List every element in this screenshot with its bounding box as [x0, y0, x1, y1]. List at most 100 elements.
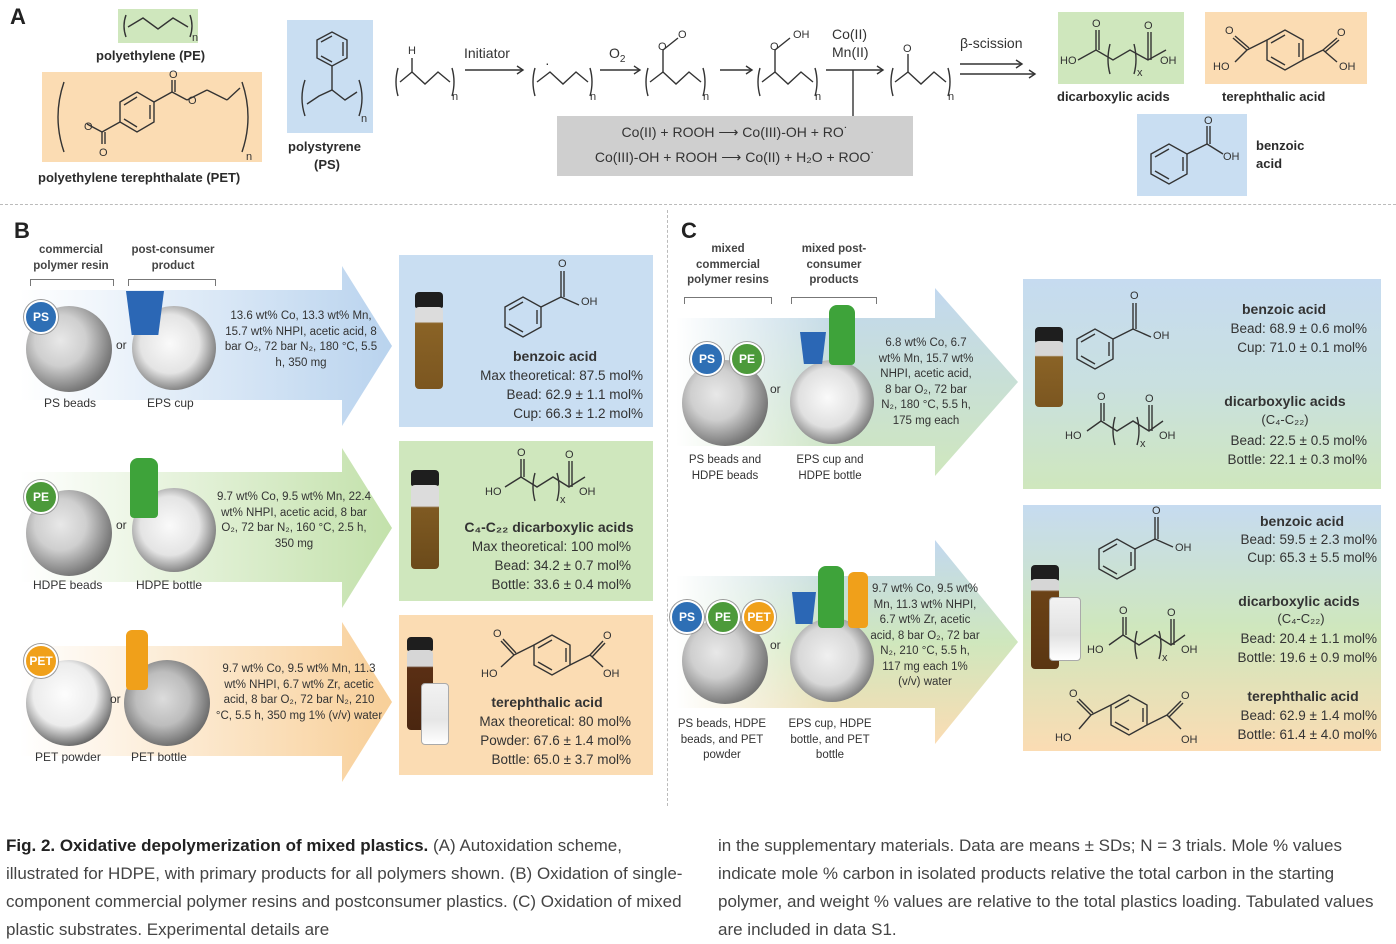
panel-b-letter: B	[14, 218, 30, 243]
b1-line-3: Cup: 66.3 ± 1.2 mol%	[513, 406, 643, 421]
ba-oh: OH	[1223, 151, 1240, 163]
b3-oh: OH	[603, 668, 620, 680]
b1-line-1: Max theoretical: 87.5 mol%	[480, 368, 643, 383]
b3-terephthalic-structure: O O HO OH	[481, 628, 620, 680]
c1-vial-cap	[1035, 327, 1063, 343]
cup-icon	[126, 291, 164, 335]
pe-structure-box: n	[118, 9, 198, 44]
b2-oh: OH	[579, 486, 596, 498]
caption-col-2: in the supplementary materials. Data are…	[718, 836, 1374, 939]
pet-n-label: n	[246, 151, 252, 163]
b-header-product: post-consumer product	[131, 244, 215, 272]
dicarboxylic-structure-box: O O HO OH x	[1058, 12, 1184, 84]
ps-structure-box: n	[287, 20, 373, 133]
c2-bottle-icon-orange	[848, 572, 868, 628]
pet-o1: O	[84, 121, 93, 133]
dicarboxylic-label: dicarboxylic acids	[1057, 89, 1170, 104]
dc-o1: O	[1092, 18, 1101, 30]
autoxidation-scheme: H n · n O O n O OH n O n	[395, 29, 1037, 116]
svg-text:·: ·	[545, 55, 550, 71]
b1-o: O	[558, 258, 567, 270]
c2-dc-ho: HO	[1087, 644, 1104, 656]
c2-dc-o2: O	[1167, 607, 1176, 619]
c2-dicarboxylic-structure: O O HO OH x	[1087, 605, 1198, 664]
hdpe-beads-caption: HDPE beads	[33, 578, 103, 592]
c2-r3-title: terephthalic acid	[1247, 688, 1359, 704]
c1-products-image	[790, 360, 874, 444]
pet-powder-caption: PET powder	[35, 750, 101, 764]
b1-line-2: Bead: 62.9 ± 1.1 mol%	[506, 387, 644, 402]
terephthalic-structure: O O HO OH	[1213, 25, 1356, 73]
b3-vial-2	[421, 683, 449, 745]
c1-conditions: 6.8 wt% Co, 6.7 wt% Mn, 15.7 wt% NHPI, a…	[878, 337, 974, 427]
scheme-n-4: n	[815, 91, 821, 103]
pe-badge: PE	[24, 480, 58, 514]
b2-o2: O	[565, 449, 574, 461]
benzoic-label-1: benzoic	[1256, 138, 1305, 153]
c1-dc-x: x	[1140, 438, 1146, 450]
benzoic-structure-box: O OH	[1137, 114, 1247, 196]
c2-products-image	[790, 618, 874, 702]
c2-or: or	[770, 638, 781, 652]
c2-r1-line-1: Bead: 59.5 ± 2.3 mol%	[1240, 532, 1378, 547]
b2-or: or	[116, 518, 127, 532]
b3-vial-cap	[407, 637, 433, 651]
initiator-label: Initiator	[464, 45, 510, 61]
c2-left-caption: PS beads, HDPE beads, and PET powder	[677, 718, 767, 761]
c1-vial	[1035, 341, 1063, 407]
c2-conditions: 9.7 wt% Co, 9.5 wt% Mn, 11.3 wt% NHPI, 6…	[870, 583, 980, 688]
pet-label: polyethylene terephthalate (PET)	[38, 170, 241, 185]
b2-line-1: Max theoretical: 100 mol%	[471, 539, 631, 554]
pet-o3: O	[169, 69, 178, 81]
b-header-resin: commercial polymer resin	[33, 244, 109, 272]
c1-benzoic-structure: O OH	[1076, 290, 1170, 370]
divider-horizontal	[0, 204, 1396, 205]
ta-oh: OH	[1339, 61, 1356, 73]
c1-right-caption: EPS cup and HDPE bottle	[796, 454, 864, 482]
c1-r2-sub: (C₄-C₂₂)	[1261, 412, 1309, 427]
c1-dc-o2: O	[1145, 393, 1154, 405]
mechanism-rxn-2: Co(III)-OH + ROOH ⟶ Co(II) + H₂O + ROO˙	[594, 149, 876, 165]
caption-col-1: Fig. 2. Oxidative depolymerization of mi…	[6, 832, 696, 944]
c1-result-box: O OH benzoic acid Bead: 68.9 ± 0.6 mol% …	[1023, 279, 1381, 489]
terephthalic-structure-box: O O HO OH	[1205, 12, 1367, 84]
b1-or: or	[116, 338, 127, 352]
hdpe-bottle-caption: HDPE bottle	[136, 578, 203, 592]
o2-text: O	[609, 45, 620, 61]
pe-label: polyethylene (PE)	[96, 48, 206, 63]
b3-o2: O	[603, 630, 612, 642]
c2-r3-line-2: Bottle: 61.4 ± 4.0 mol%	[1237, 727, 1377, 742]
c2-r1-line-2: Cup: 65.3 ± 5.5 mol%	[1247, 550, 1377, 565]
c1-r1-line-1: Bead: 68.9 ± 0.6 mol%	[1230, 321, 1368, 336]
dicarboxylic-structure: O O HO OH x	[1060, 18, 1177, 79]
c1-ps-badge: PS	[690, 342, 724, 376]
b1-oh: OH	[581, 296, 598, 308]
divider-vertical	[667, 210, 668, 806]
c1-dc-oh: OH	[1159, 430, 1176, 442]
mechanism-rxn-1: Co(II) + ROOH ⟶ Co(III)-OH + RO˙	[621, 124, 849, 140]
pet-bottle-caption: PET bottle	[131, 750, 187, 764]
c2-ta-ho: HO	[1055, 732, 1072, 744]
b3-ho: HO	[481, 668, 498, 680]
b3-line-2: Powder: 67.6 ± 1.4 mol%	[480, 733, 631, 748]
b2-o1: O	[517, 447, 526, 459]
b2-conditions: 9.7 wt% Co, 9.5 wt% Mn, 22.4 wt% NHPI, a…	[216, 491, 372, 550]
c1-left-caption: PS beads and HDPE beads	[688, 454, 762, 482]
b3-result-box: O O HO OH terephthalic acid Max theoreti…	[399, 615, 653, 775]
c1-dc-o1: O	[1097, 391, 1106, 403]
dc-o2: O	[1144, 20, 1153, 32]
c2-cup-icon	[792, 592, 816, 624]
b2-line-3: Bottle: 33.6 ± 0.4 mol%	[491, 577, 631, 592]
c1-r2-line-1: Bead: 22.5 ± 0.5 mol%	[1230, 433, 1368, 448]
b2-ho: HO	[485, 486, 502, 498]
dc-x: x	[1137, 67, 1143, 79]
ps-badge: PS	[24, 300, 58, 334]
b3-or: or	[110, 692, 121, 706]
ba-o: O	[1204, 115, 1213, 127]
c2-r2-line-2: Bottle: 19.6 ± 0.9 mol%	[1237, 650, 1377, 665]
c2-ta-o2: O	[1181, 690, 1190, 702]
b3-result-title: terephthalic acid	[491, 694, 603, 710]
c2-r2-line-1: Bead: 20.4 ± 1.1 mol%	[1240, 631, 1378, 646]
scheme-n-1: n	[452, 91, 458, 103]
b1-conditions: 13.6 wt% Co, 13.3 wt% Mn, 15.7 wt% NHPI,…	[224, 310, 378, 369]
